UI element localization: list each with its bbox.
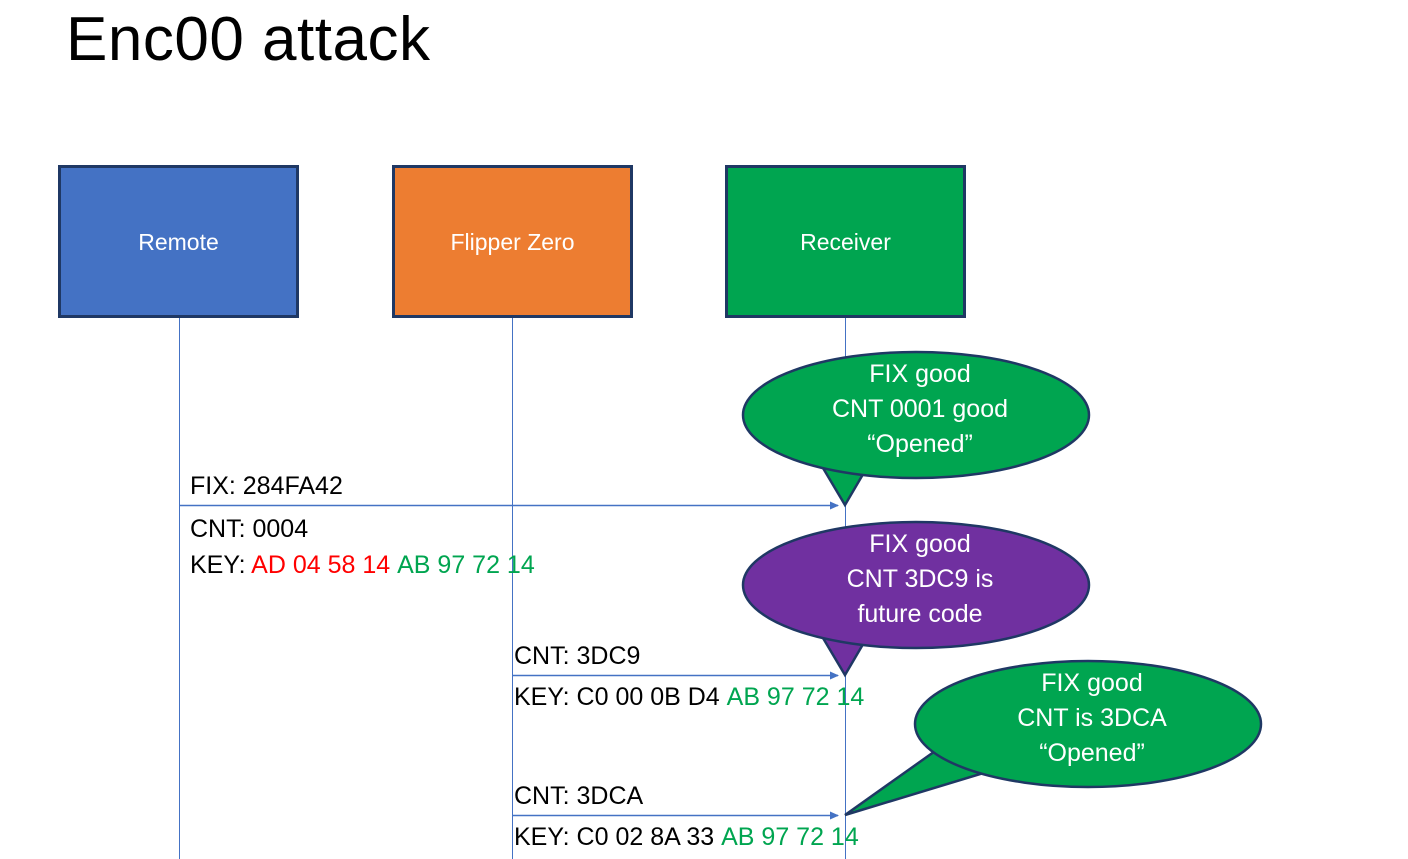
actor-box-receiver[interactable]: Receiver	[725, 165, 966, 318]
message-3-key-part1: C0 02 8A 33	[576, 823, 715, 851]
speech-bubble-1-line-3: “Opened”	[867, 430, 973, 458]
message-2-cnt-label: CNT: 3DC9	[514, 642, 641, 670]
message-1-key-part2: AB 97 72 14	[397, 551, 535, 579]
actor-box-remote[interactable]: Remote	[58, 165, 299, 318]
speech-bubble-3-line-2: CNT is 3DCA	[1017, 704, 1167, 732]
message-3-key-label: KEY: C0 02 8A 33 AB 97 72 14	[514, 821, 859, 853]
message-1-fix-label: FIX: 284FA42	[190, 472, 343, 500]
speech-bubble-1-text: FIX good CNT 0001 good “Opened”	[760, 357, 1080, 462]
actor-label-flipper: Flipper Zero	[450, 228, 575, 255]
message-3-key-prefix: KEY:	[514, 823, 577, 851]
speech-bubble-3-text: FIX good CNT is 3DCA “Opened”	[932, 666, 1252, 771]
message-3-cnt-label: CNT: 3DCA	[514, 782, 644, 810]
message-3-key-part2: AB 97 72 14	[721, 823, 859, 851]
actor-label-remote: Remote	[138, 228, 219, 255]
speech-bubble-2-line-1: FIX good	[869, 530, 971, 558]
speech-bubble-1[interactable]	[741, 350, 1091, 508]
message-1-key-part1: AD 04 58 14	[251, 551, 391, 579]
message-2-key-part1: C0 00 0B D4	[576, 683, 720, 711]
message-1-key-label: KEY: AD 04 58 14 AB 97 72 14	[190, 549, 535, 581]
actor-box-flipper[interactable]: Flipper Zero	[392, 165, 633, 318]
speech-bubble-3-line-3: “Opened”	[1039, 739, 1145, 767]
message-2-key-label: KEY: C0 00 0B D4 AB 97 72 14	[514, 681, 864, 713]
message-2-key-part2: AB 97 72 14	[726, 683, 865, 711]
speech-bubble-3-line-1: FIX good	[1041, 669, 1143, 697]
speech-bubble-2[interactable]	[741, 520, 1091, 678]
lifeline-flipper	[512, 318, 513, 859]
speech-bubble-1-line-1: FIX good	[869, 360, 971, 388]
lifeline-remote	[179, 318, 180, 859]
speech-bubble-2-text: FIX good CNT 3DC9 is future code	[760, 527, 1080, 632]
message-2-key-space	[720, 683, 727, 711]
speech-bubble-2-line-3: future code	[857, 600, 983, 628]
message-2-key-prefix: KEY:	[514, 683, 577, 711]
message-1-key-prefix: KEY:	[190, 551, 252, 579]
speech-bubble-2-line-2: CNT 3DC9 is	[846, 565, 994, 593]
speech-bubble-1-line-2: CNT 0001 good	[831, 395, 1009, 423]
actor-label-receiver: Receiver	[800, 228, 891, 255]
page-title: Enc00 attack	[66, 5, 431, 74]
message-1-cnt-label: CNT: 0004	[190, 515, 309, 543]
speech-bubble-3[interactable]	[844, 659, 1263, 817]
